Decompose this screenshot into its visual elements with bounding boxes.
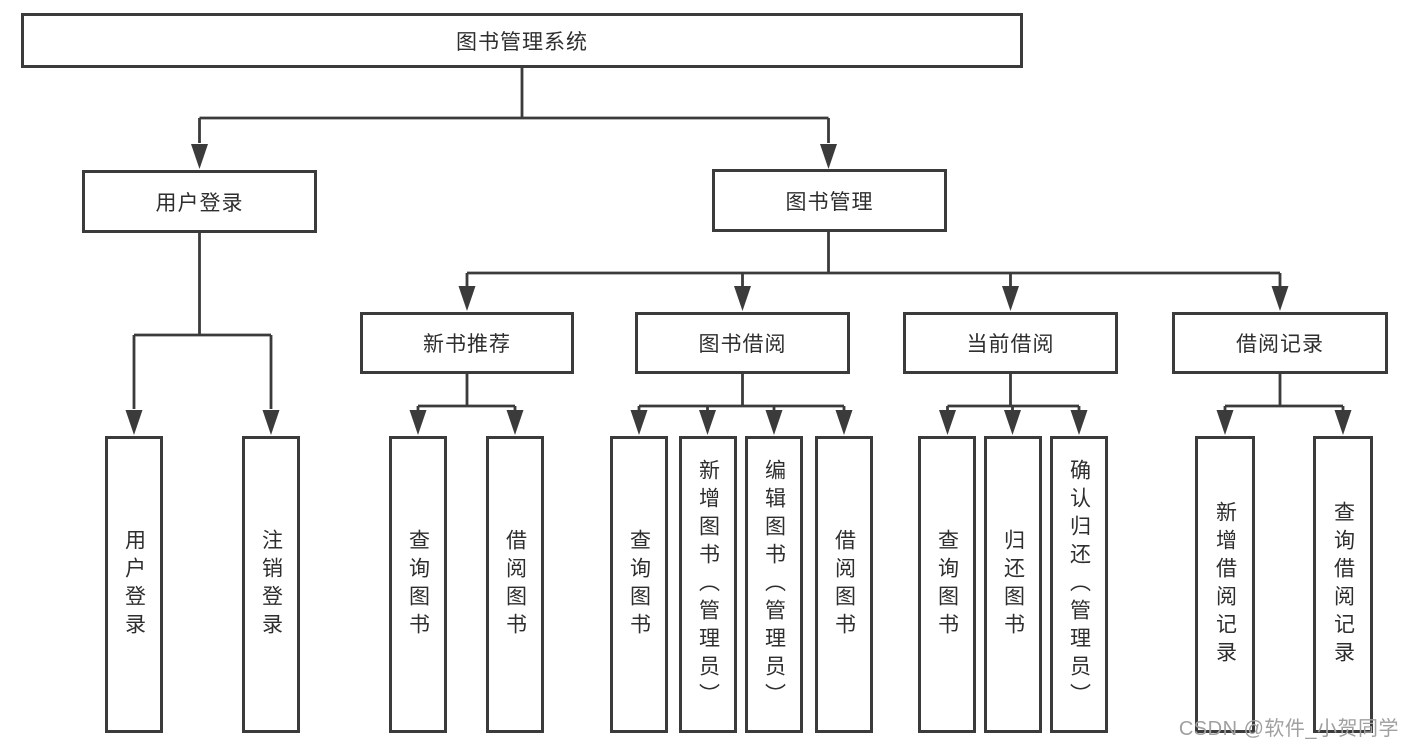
- node-label: 查询图书: [627, 528, 651, 641]
- leaf-user-login: 用户登录: [105, 436, 163, 733]
- node-label: 图书管理: [785, 190, 874, 214]
- node-book-borrowing: 图书借阅: [635, 312, 850, 374]
- node-label: 用户登录: [155, 191, 244, 215]
- node-new-book-recommend: 新书推荐: [360, 312, 574, 374]
- node-label: 当前借阅: [966, 333, 1055, 356]
- node-label: 图书管理系统: [456, 30, 588, 54]
- node-label: 新书推荐: [423, 333, 511, 356]
- node-label: 归还图书: [1001, 528, 1025, 641]
- node-current-borrowing: 当前借阅: [903, 312, 1118, 374]
- node-label: 确认归还（管理员）: [1067, 458, 1091, 711]
- leaf-return-book: 归还图书: [984, 436, 1042, 733]
- node-library-management-system: 图书管理系统: [21, 13, 1023, 68]
- node-label: 新增图书（管理员）: [696, 458, 720, 711]
- arrowheads: [125, 144, 1352, 435]
- node-label: 借阅记录: [1236, 333, 1324, 356]
- node-label: 查询图书: [406, 528, 430, 641]
- leaf-search-book-current: 查询图书: [918, 436, 976, 733]
- leaf-search-book-borrowing: 查询图书: [610, 436, 668, 733]
- node-label: 查询借阅记录: [1331, 500, 1355, 669]
- csdn-watermark: CSDN @软件_小贺同学: [1178, 718, 1399, 740]
- node-label: 新增借阅记录: [1213, 500, 1237, 669]
- node-label: 查询图书: [935, 528, 959, 641]
- node-user-login: 用户登录: [82, 170, 317, 233]
- leaf-add-book-admin: 新增图书（管理员）: [679, 436, 737, 733]
- node-label: 借阅图书: [503, 528, 527, 641]
- node-label: 图书借阅: [698, 333, 787, 356]
- leaf-search-borrow-record: 查询借阅记录: [1313, 436, 1373, 733]
- leaf-search-book-recommend: 查询图书: [389, 436, 447, 733]
- leaf-borrow-book: 借阅图书: [815, 436, 873, 733]
- leaf-logout: 注销登录: [242, 436, 300, 733]
- node-book-management: 图书管理: [712, 169, 947, 232]
- leaf-borrow-book-recommend: 借阅图书: [486, 436, 544, 733]
- node-label: 借阅图书: [832, 528, 856, 641]
- node-label: 用户登录: [122, 528, 146, 641]
- leaf-edit-book-admin: 编辑图书（管理员）: [745, 436, 803, 733]
- node-label: 注销登录: [259, 528, 283, 641]
- leaf-confirm-return-admin: 确认归还（管理员）: [1050, 436, 1108, 733]
- leaf-add-borrow-record: 新增借阅记录: [1195, 436, 1255, 733]
- node-borrow-records: 借阅记录: [1172, 312, 1388, 374]
- node-label: 编辑图书（管理员）: [762, 458, 786, 711]
